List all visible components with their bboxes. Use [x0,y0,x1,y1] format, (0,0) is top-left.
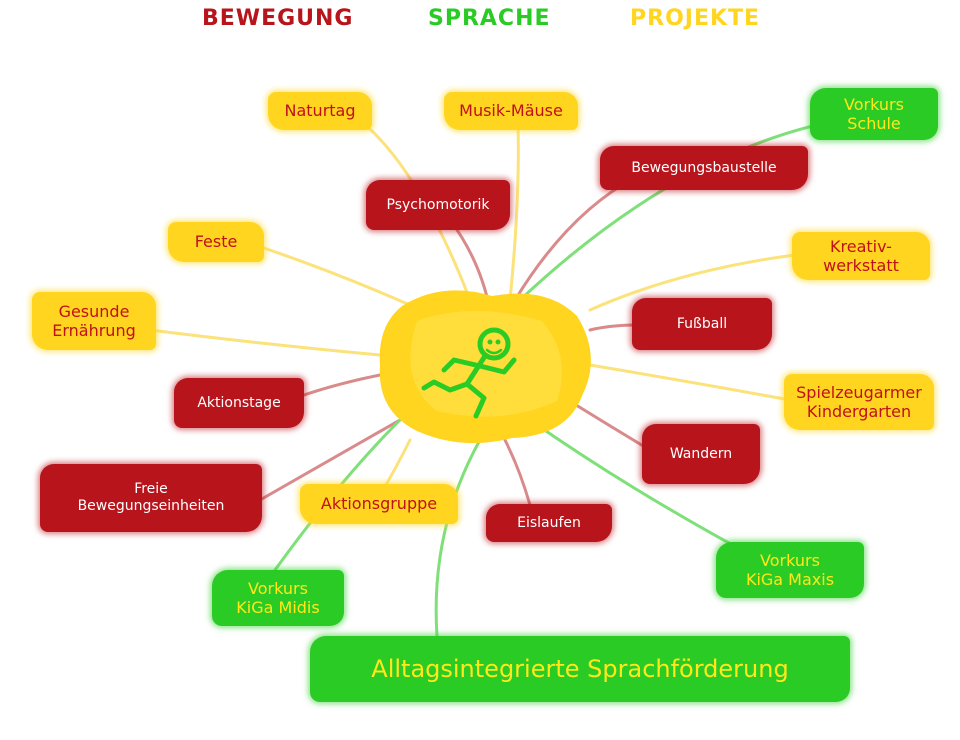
center-node [372,286,598,446]
node-vorkurs-kiga-midis: Vorkurs KiGa Midis [212,570,344,626]
node-gesunde-ernaehrung: Gesunde Ernährung [32,292,156,350]
node-kreativwerkstatt: Kreativ- werkstatt [792,232,930,280]
node-psychomotorik: Psychomotorik [366,180,510,230]
line-spielzeugarmer [588,363,792,402]
node-alltagsintegrierte-sprachfoerderung: Alltagsintegrierte Sprachförderung [310,636,850,702]
legend-projekte: PROJEKTE [630,6,761,31]
node-spielzeugarmer-kindergarten: Spielzeugarmer Kindergarten [784,374,934,430]
line-kreativwerkstatt [588,253,797,312]
node-eislaufen: Eislaufen [486,504,612,542]
legend-sprache: SPRACHE [428,6,551,31]
node-naturtag: Naturtag [268,92,372,130]
node-aktionsgruppe: Aktionsgruppe [300,484,458,524]
node-vorkurs-kiga-maxis: Vorkurs KiGa Maxis [716,542,864,598]
node-fussball: Fußball [632,298,772,350]
node-bewegungsbaustelle: Bewegungsbaustelle [600,146,808,190]
node-vorkurs-schule: Vorkurs Schule [810,88,938,140]
running-stick-figure-icon [421,327,517,419]
node-musik-maeuse: Musik-Mäuse [444,92,578,130]
line-eislaufen [503,438,532,507]
line-musik-maeuse [508,123,520,302]
center-blob [379,290,591,444]
line-freie-bewegungseinheiten [258,418,402,502]
node-feste: Feste [168,222,264,262]
node-freie-bewegungseinheiten: Freie Bewegungseinheiten [40,464,262,532]
line-sprachfoerderung [434,438,482,638]
line-feste [253,243,412,307]
legend-bewegung: BEWEGUNG [202,6,354,31]
line-gesunde-ernaehrung [148,328,382,357]
node-wandern: Wandern [642,424,760,484]
line-bewegungsbaustelle [513,173,642,302]
node-aktionstage: Aktionstage [174,378,304,428]
